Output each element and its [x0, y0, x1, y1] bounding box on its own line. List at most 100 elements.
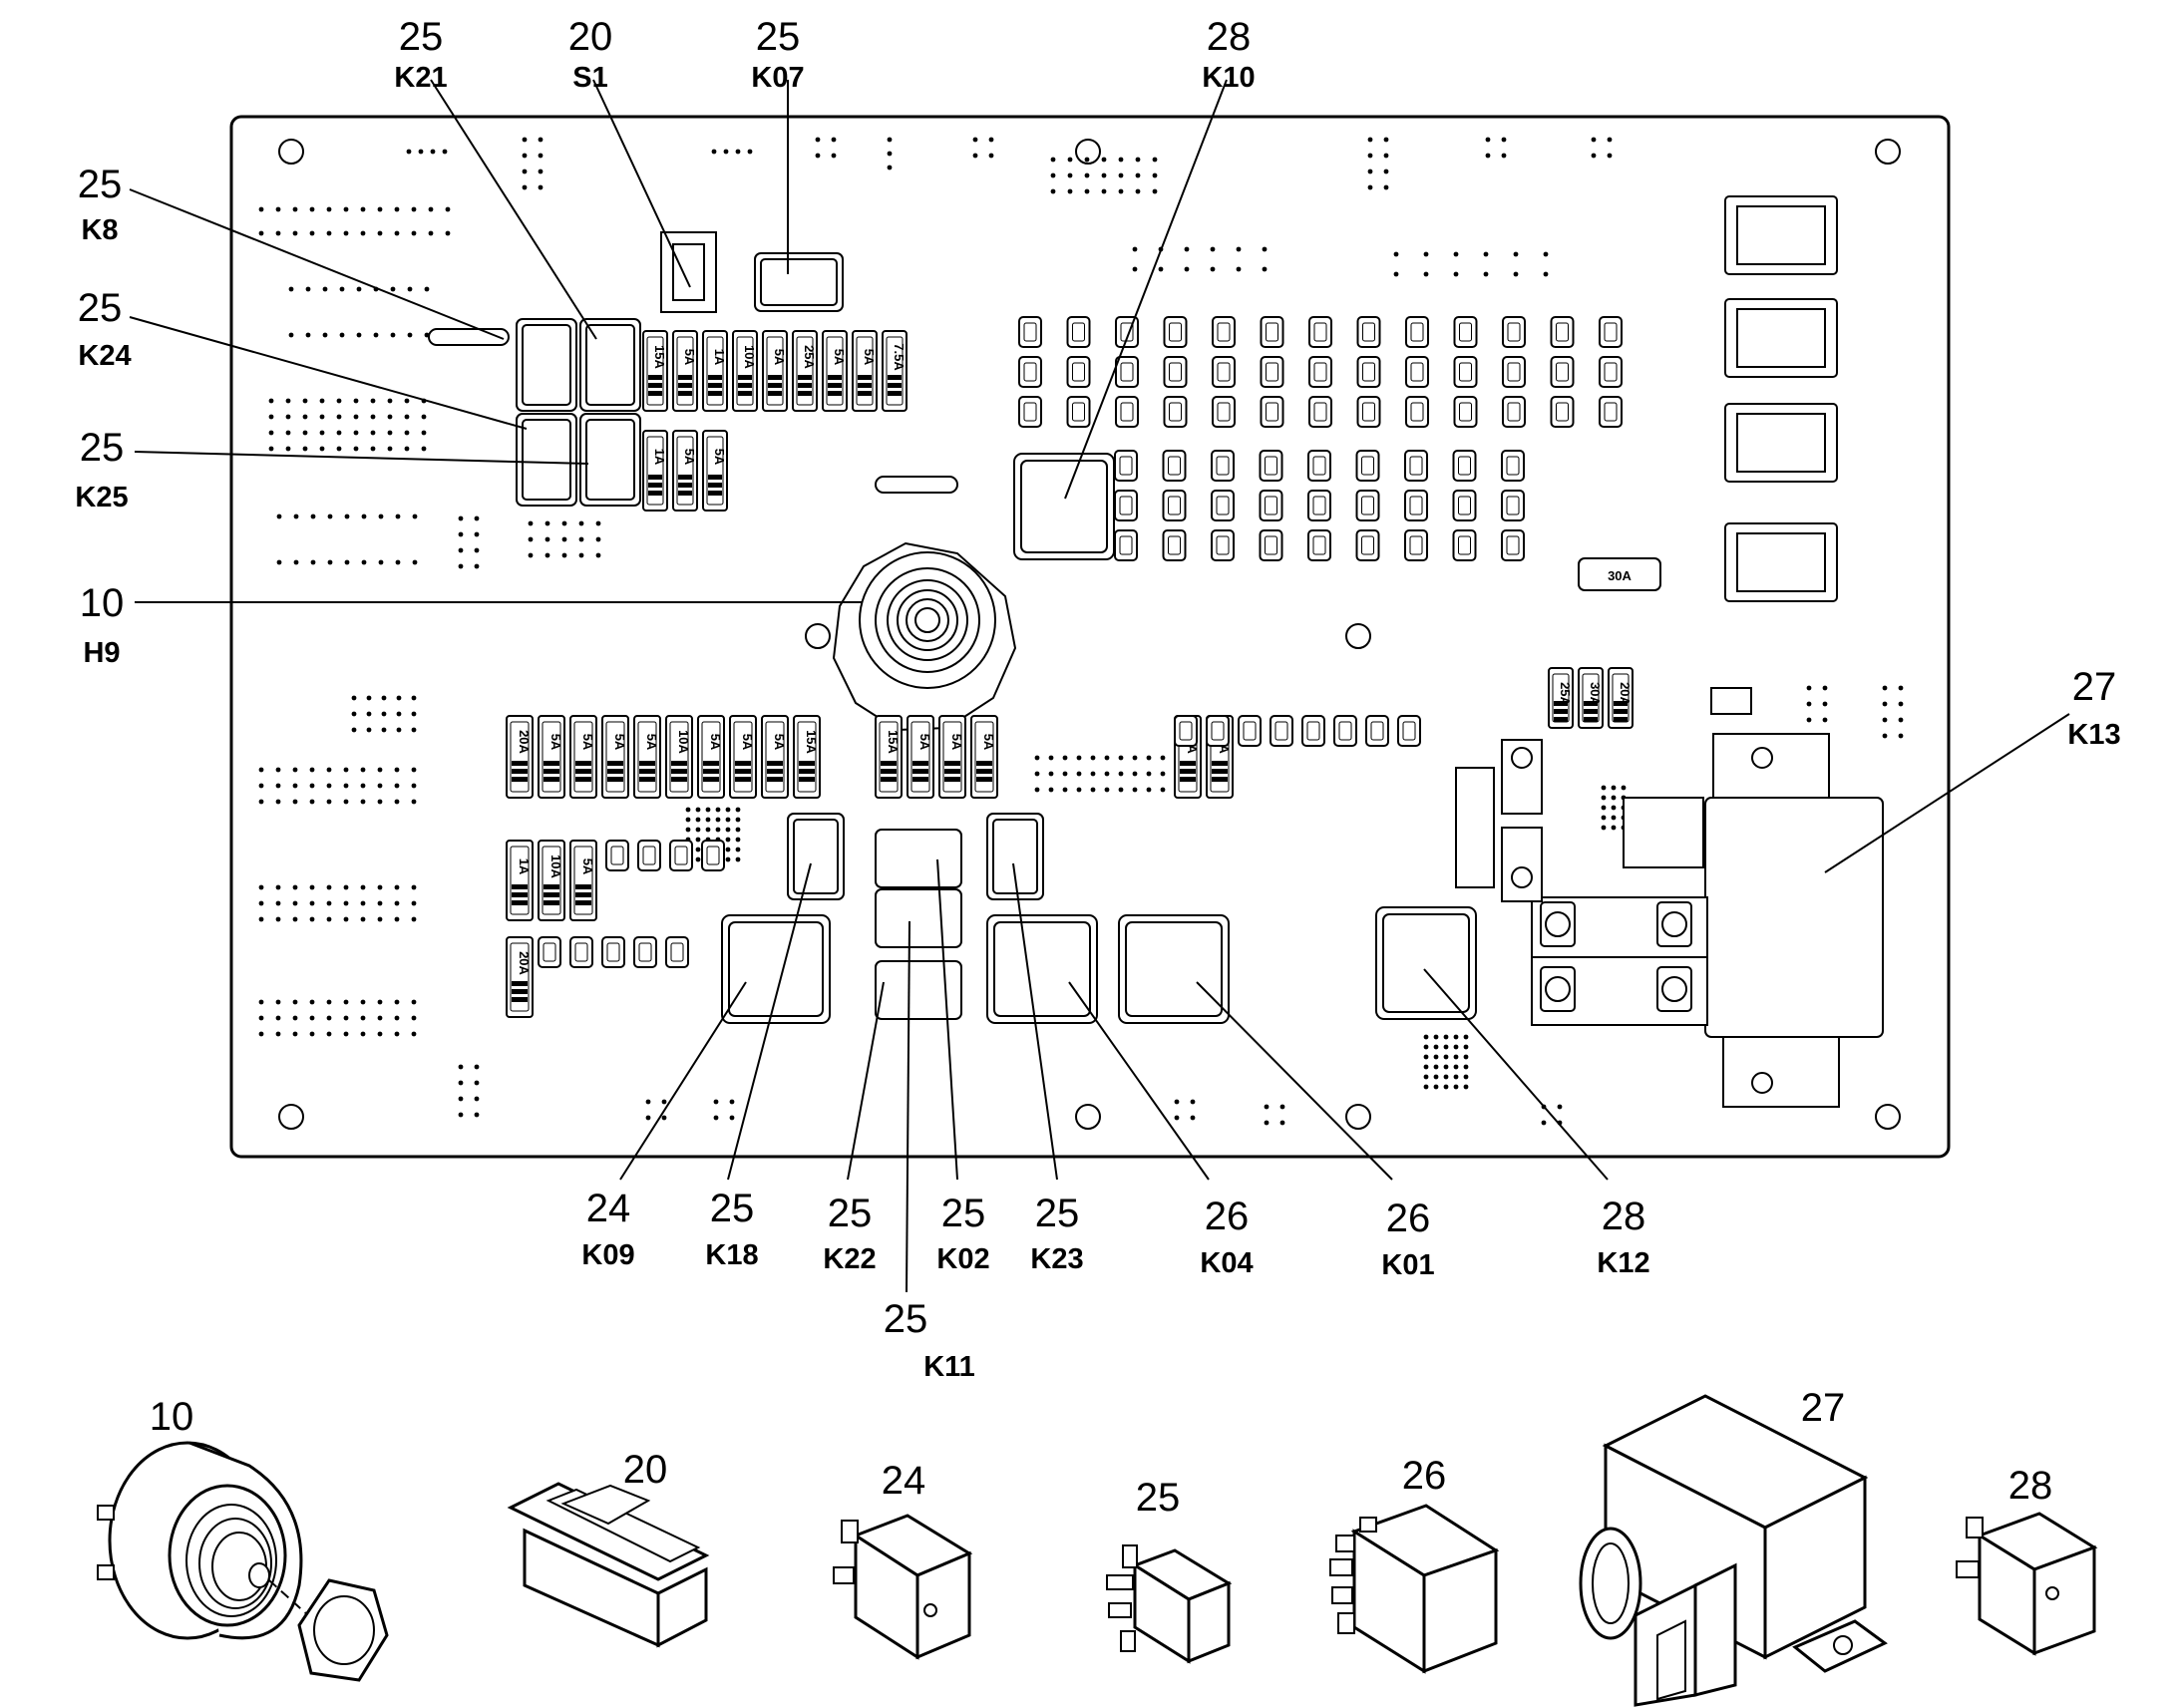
top-row-fuse: 5A	[672, 330, 698, 412]
diode-cell	[1163, 396, 1188, 428]
callout-k23: 25 K23	[1030, 1192, 1083, 1275]
top-row-fuse-label: 5A	[772, 349, 787, 366]
diode-cell	[1550, 396, 1575, 428]
diode-cell	[1405, 396, 1429, 428]
top-row-fuse-label: 5A	[832, 349, 847, 366]
relay-k21-outline	[579, 318, 641, 412]
bottom-left-row-fuse: 5A	[601, 715, 629, 799]
callout-k24-number: 25	[78, 286, 123, 330]
top-row-fuse: 5A	[852, 330, 878, 412]
component-25-mini-relay	[1106, 1544, 1233, 1664]
connector-3	[1724, 403, 1838, 483]
diode-cell	[1308, 396, 1332, 428]
relay-k18-outline	[787, 813, 845, 900]
bottom-left-row-fuse: 20A	[506, 715, 534, 799]
diode-cell	[1212, 316, 1236, 348]
callout-k09: 24 K09	[581, 1187, 634, 1271]
diode-cell	[1308, 356, 1332, 388]
diode-cell	[1115, 356, 1139, 388]
top-row-fuse-label: 5A	[682, 349, 697, 366]
diode-cell	[569, 936, 593, 968]
diode-cell	[1162, 529, 1187, 561]
diode-cell	[1307, 529, 1331, 561]
diode-cell	[1599, 396, 1623, 428]
component-24-number: 24	[882, 1459, 926, 1503]
callout-k12-number: 28	[1602, 1195, 1646, 1238]
mid-row-fuse-label: 5A	[712, 449, 727, 466]
diode-cell	[1114, 450, 1138, 482]
right-group-fuse-label: 25A	[1558, 682, 1573, 706]
relay-k25-outline	[579, 413, 641, 507]
diode-cell	[1355, 529, 1380, 561]
callout-k11-number: 25	[884, 1297, 928, 1341]
diode-cell	[1238, 715, 1262, 747]
fuse-holder-30a-label: 30A	[1608, 568, 1632, 583]
mid-row-fuse-label: 5A	[682, 449, 697, 466]
top-row-fuse: 10A	[732, 330, 758, 412]
diode-cell	[1018, 356, 1042, 388]
relay-k01-outline	[1118, 914, 1230, 1024]
row-1a-fuse: 1A	[506, 840, 534, 921]
bottom-left-row-fuse: 5A	[569, 715, 597, 799]
callout-s1-number: 20	[568, 15, 613, 59]
diode-cell	[1356, 396, 1381, 428]
callout-k11: 25 K11	[884, 1297, 975, 1383]
bottom-mid-row-fuse: 5A	[907, 715, 934, 799]
callout-k04-code: K04	[1200, 1247, 1253, 1279]
component-26-number: 26	[1402, 1454, 1447, 1498]
diode-cell	[1260, 316, 1284, 348]
top-row-fuse-label: 7.5A	[892, 343, 907, 371]
diode-cell	[637, 840, 661, 871]
bottom-left-row-fuse: 15A	[793, 715, 821, 799]
bottom-mid-row-fuse-label: 5A	[981, 734, 996, 751]
callout-k12: 28 K12	[1597, 1195, 1649, 1279]
top-row-fuse: 1A	[702, 330, 728, 412]
diode-cell	[1599, 316, 1623, 348]
callout-k09-number: 24	[586, 1187, 631, 1230]
buzzer-h9-on-board	[428, 328, 1017, 732]
diode-cell	[1355, 490, 1380, 521]
component-24-relay	[833, 1514, 973, 1660]
callout-k10: 28 K10	[1202, 15, 1255, 94]
diode-cell	[1163, 356, 1188, 388]
diode-cell	[1404, 450, 1428, 482]
callout-h9-number: 10	[80, 581, 125, 625]
right-group-fuse-label: 20A	[1618, 682, 1633, 706]
row-1a-fuse-label: 1A	[517, 858, 532, 875]
callout-k02: 25 K02	[936, 1192, 989, 1275]
diode-cell	[1501, 490, 1525, 521]
diode-cell	[1163, 316, 1188, 348]
diode-cell	[1212, 396, 1236, 428]
callout-k12-code: K12	[1597, 1247, 1649, 1279]
callout-k02-number: 25	[941, 1192, 986, 1235]
relay-k04-outline	[986, 914, 1098, 1024]
bottom-left-row-fuse: 10A	[665, 715, 693, 799]
diode-cell	[1453, 316, 1478, 348]
callout-k8-number: 25	[78, 163, 123, 206]
diode-cell	[1550, 316, 1575, 348]
bottom-mid-row-fuse: 15A	[875, 715, 903, 799]
solder-pad-dots	[258, 137, 1904, 1126]
mid-row-fuse: 5A	[702, 430, 728, 512]
row-1a-fuse: 5A	[569, 840, 597, 921]
diode-cell	[1162, 490, 1187, 521]
relay-k24-outline	[516, 413, 577, 507]
bottom-left-row-fuse: 5A	[729, 715, 757, 799]
diode-cell	[1307, 490, 1331, 521]
callout-k25: 25 K25	[75, 426, 128, 513]
diode-cell	[1308, 316, 1332, 348]
diode-cell	[1355, 450, 1380, 482]
relay-k8-outline	[516, 318, 577, 412]
diode-cell	[1270, 715, 1293, 747]
right-group-fuse: 30A	[1578, 667, 1604, 729]
callout-h9: 10 H9	[80, 581, 125, 669]
mid-row-fuse: 1A	[642, 430, 668, 512]
right-group-fuse: 20A	[1608, 667, 1634, 729]
diode-cell	[1356, 316, 1381, 348]
fuse-holder-30a: 30A	[1578, 557, 1661, 591]
component-28-relay	[1956, 1512, 2098, 1656]
callout-k13: 27 K13	[2067, 665, 2120, 751]
top-row-fuse: 25A	[792, 330, 818, 412]
diode-cell	[1018, 316, 1042, 348]
callout-k10-code: K10	[1202, 62, 1255, 94]
